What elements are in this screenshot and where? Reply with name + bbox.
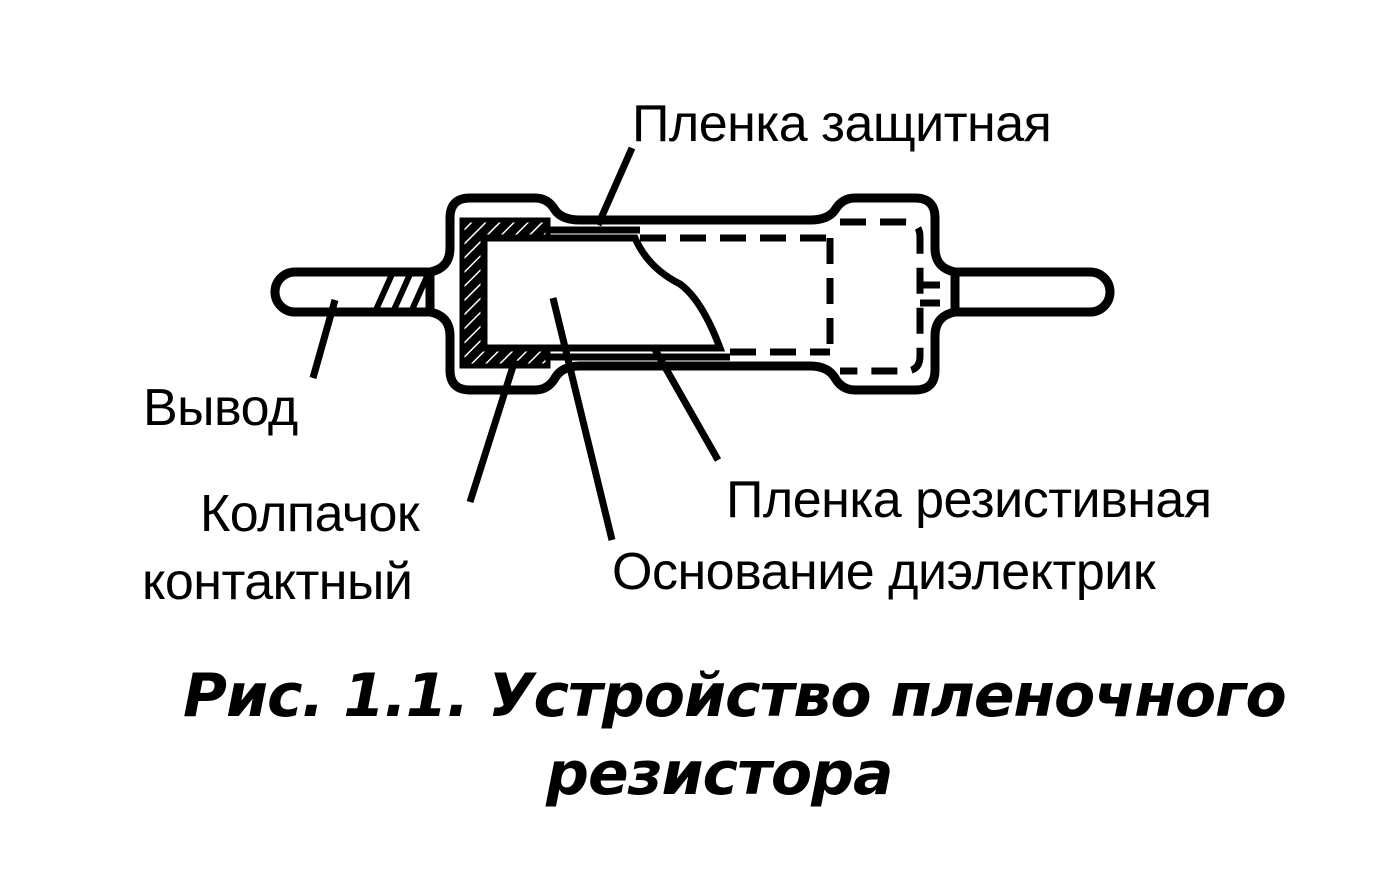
label-dielectric-base: Основание диэлектрик bbox=[612, 543, 1156, 601]
label-cap-line2: контактный bbox=[142, 553, 413, 611]
caption-line2: резистора bbox=[546, 739, 894, 809]
leader-lines bbox=[309, 146, 722, 541]
hidden-outline bbox=[640, 218, 940, 375]
right-lead bbox=[945, 267, 1115, 317]
leader-resistive-film bbox=[649, 344, 722, 462]
leader-cap bbox=[466, 358, 519, 504]
leader-protective-film bbox=[594, 146, 636, 227]
label-resistive-film: Пленка резистивная bbox=[726, 471, 1212, 529]
leader-dielectric bbox=[549, 297, 616, 541]
leader-lead bbox=[309, 299, 339, 379]
caption-line1: Рис. 1.1. Устройство пленочного bbox=[183, 661, 1287, 731]
label-cap-line1: Колпачок bbox=[200, 485, 420, 543]
left-lead bbox=[270, 267, 455, 317]
label-lead: Вывод bbox=[143, 379, 298, 437]
dielectric-base bbox=[480, 234, 726, 352]
label-protective-film: Пленка защитная bbox=[632, 95, 1052, 153]
